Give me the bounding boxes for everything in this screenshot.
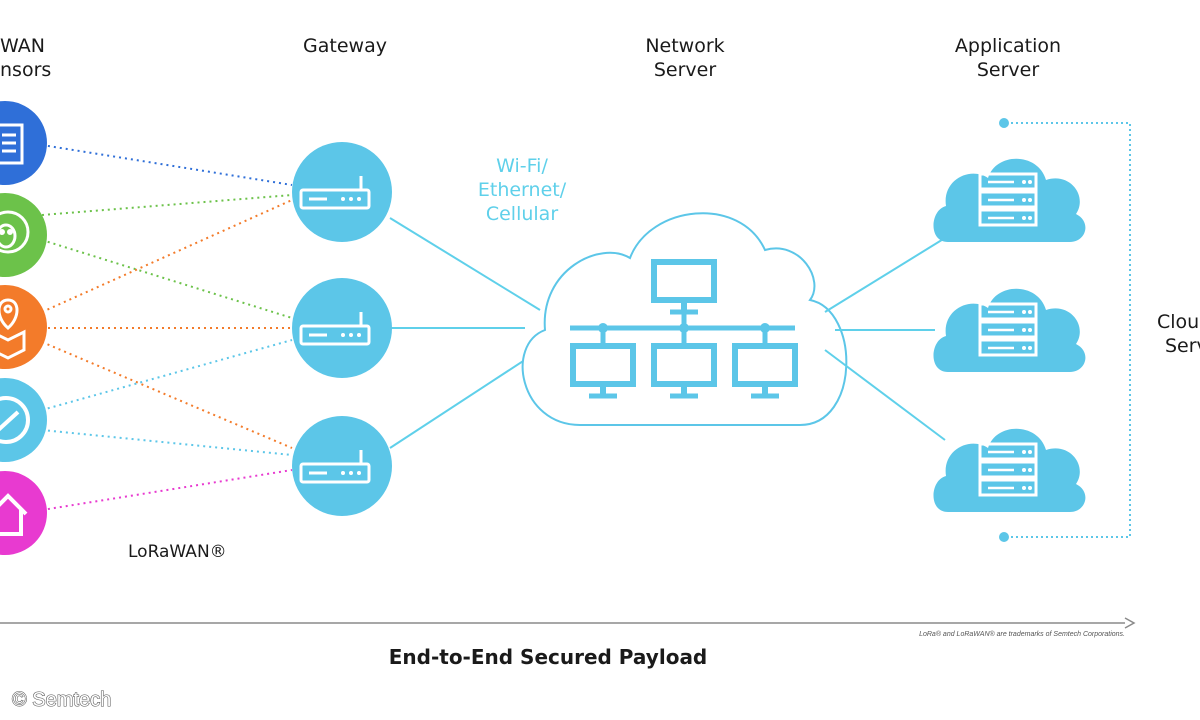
sensor-package xyxy=(0,285,47,369)
application-server-title-line2: Server xyxy=(977,59,1039,81)
server-cloud-icon xyxy=(932,287,1087,374)
image-credit: © Semtech xyxy=(12,689,111,711)
cloud-bracket xyxy=(1006,122,1131,538)
network-server-cloud xyxy=(521,212,848,426)
application-server-3 xyxy=(932,427,1087,514)
link-home-gw3 xyxy=(41,469,293,511)
link-meter-gw3 xyxy=(41,429,293,456)
application-server-title-line1: Application xyxy=(955,35,1061,57)
building-icon xyxy=(0,123,24,165)
package-location-icon xyxy=(0,298,26,360)
server-cloud-icon xyxy=(932,157,1087,244)
gateway-2 xyxy=(292,278,392,378)
protocol-label: LoRaWAN® xyxy=(128,542,227,562)
sheep-icon xyxy=(0,210,30,254)
bracket-dot-bottom xyxy=(999,532,1009,542)
link-sheep-gw1 xyxy=(41,194,293,216)
home-icon xyxy=(0,493,28,536)
cloud-server-title-line1: Clou xyxy=(1157,311,1199,333)
link-package-gw1 xyxy=(41,199,293,313)
network-server-title-line1: Network xyxy=(645,35,724,57)
network-server-title-line2: Server xyxy=(654,59,716,81)
gateway-3 xyxy=(292,416,392,516)
gateway-1 xyxy=(292,142,392,242)
sensor-sheep xyxy=(0,193,47,277)
trademark-note: LoRa® and LoRaWAN® are trademarks of Sem… xyxy=(919,630,1125,638)
backhaul-label-line1: Wi-Fi/ xyxy=(496,155,548,177)
gauge-icon xyxy=(0,396,30,444)
network-application-links xyxy=(824,237,946,441)
server-cloud-icon xyxy=(932,427,1087,514)
gateway-network-links xyxy=(389,217,541,449)
link-meter-gw2 xyxy=(41,339,293,411)
sensors-title-line1: WAN xyxy=(0,35,45,57)
link-package-gw3 xyxy=(41,341,293,449)
bracket-dot-top xyxy=(999,118,1009,128)
application-server-2 xyxy=(932,287,1087,374)
link-building-gw1 xyxy=(41,144,293,186)
sensor-home xyxy=(0,471,47,555)
sensor-meter xyxy=(0,378,47,462)
sensors-title-line2: nsors xyxy=(0,59,51,81)
sensor-gateway-links xyxy=(41,144,293,511)
backhaul-label-line3: Cellular xyxy=(486,203,558,225)
application-server-1 xyxy=(932,157,1087,244)
link-sheep-gw2 xyxy=(41,239,293,319)
payload-label: End-to-End Secured Payload xyxy=(389,645,708,669)
sensor-building xyxy=(0,101,47,185)
backhaul-label-line2: Ethernet/ xyxy=(478,179,567,201)
payload-arrow xyxy=(0,617,1136,629)
cloud-server-title-line2: Serv xyxy=(1165,335,1200,357)
gateway-title: Gateway xyxy=(303,35,387,57)
